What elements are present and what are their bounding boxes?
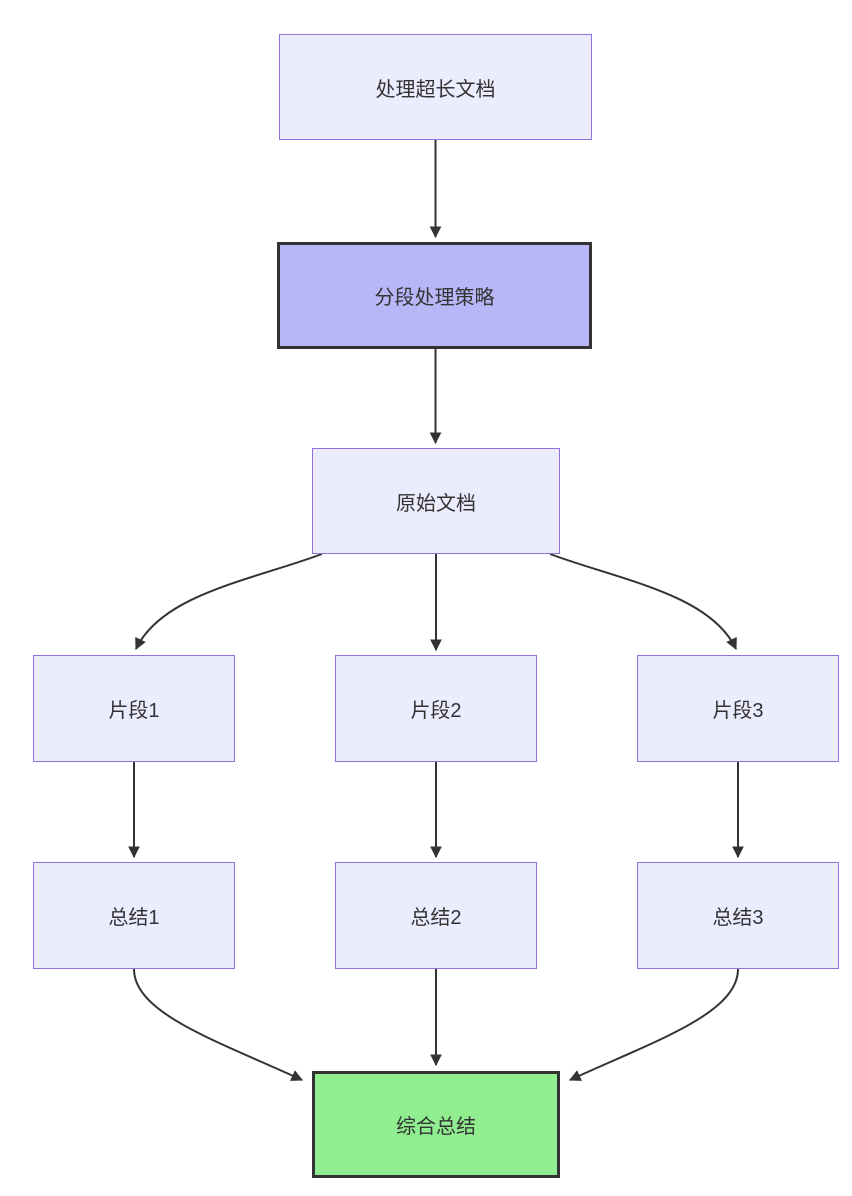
node-label: 片段1 (108, 700, 160, 722)
edge-source-to-chunk1 (135, 553, 323, 651)
edge-summary1-to-final (133, 968, 304, 1081)
node-summary-3: 总结3 (637, 862, 839, 969)
node-label: 总结1 (108, 907, 160, 929)
node-chunk-1: 片段1 (33, 655, 235, 762)
node-original-document: 原始文档 (312, 448, 560, 554)
node-summary-1: 总结1 (33, 862, 235, 969)
node-label: 总结2 (410, 907, 462, 929)
node-chunk-2: 片段2 (335, 655, 537, 762)
node-label: 分段处理策略 (374, 287, 495, 309)
node-process-long-document: 处理超长文档 (279, 34, 592, 140)
node-label: 综合总结 (396, 1116, 476, 1138)
node-final-summary: 综合总结 (312, 1071, 560, 1178)
edge-summary3-to-final (568, 968, 739, 1081)
node-label: 片段2 (410, 700, 462, 722)
node-label: 处理超长文档 (375, 78, 496, 101)
node-summary-2: 总结2 (335, 862, 537, 969)
edge-source-to-chunk3 (549, 553, 737, 651)
node-label: 片段3 (712, 700, 764, 722)
node-segmentation-strategy: 分段处理策略 (277, 242, 592, 349)
node-label: 原始文档 (396, 492, 476, 515)
node-label: 总结3 (712, 907, 764, 929)
node-chunk-3: 片段3 (637, 655, 839, 762)
